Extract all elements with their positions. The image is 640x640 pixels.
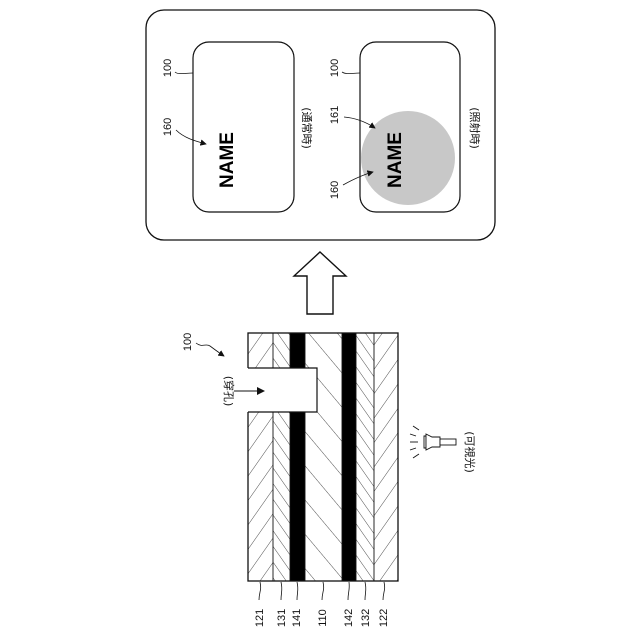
light-label: (可視光) bbox=[463, 431, 477, 473]
perforation-notch bbox=[247, 368, 317, 412]
flashlight-icon bbox=[410, 426, 456, 458]
ref-spot-irradiated: 161 bbox=[329, 106, 341, 124]
ref-name-irradiated: 160 bbox=[329, 181, 341, 199]
perforation-label: (穿孔) bbox=[222, 376, 236, 407]
irradiated-spot bbox=[361, 111, 455, 205]
ref-card-section-arrow bbox=[196, 343, 224, 356]
up-arrow-icon bbox=[294, 252, 346, 314]
card-normal-outline bbox=[193, 42, 294, 212]
card-irradiated-name: NAME bbox=[385, 132, 406, 188]
ref-card-irradiated: 100 bbox=[329, 59, 341, 77]
ref-card-normal: 100 bbox=[162, 59, 174, 77]
layer-122 bbox=[374, 333, 398, 581]
layer-reference-labels: 121 131 141 110 142 132 122 bbox=[254, 582, 390, 627]
ref-layer-131: 131 bbox=[276, 609, 288, 627]
card-normal-state-label: (通常時) bbox=[300, 107, 313, 149]
ref-layer-141: 141 bbox=[291, 609, 303, 627]
ref-layer-122: 122 bbox=[378, 609, 390, 627]
ref-layer-132: 132 bbox=[360, 609, 372, 627]
card-cross-section: 100 (穿孔) (可視光) 121 131 141 110 142 bbox=[182, 333, 477, 627]
ref-card-section: 100 bbox=[182, 333, 194, 351]
layer-132 bbox=[356, 333, 374, 581]
ref-layer-110: 110 bbox=[317, 609, 329, 627]
ref-layer-142: 142 bbox=[343, 609, 355, 627]
card-irradiated-state-label: (照射時) bbox=[468, 107, 482, 149]
ref-layer-121: 121 bbox=[254, 609, 266, 627]
ref-name-normal: 160 bbox=[162, 118, 174, 136]
card-normal-name: NAME bbox=[217, 132, 238, 188]
layer-142 bbox=[342, 333, 356, 581]
